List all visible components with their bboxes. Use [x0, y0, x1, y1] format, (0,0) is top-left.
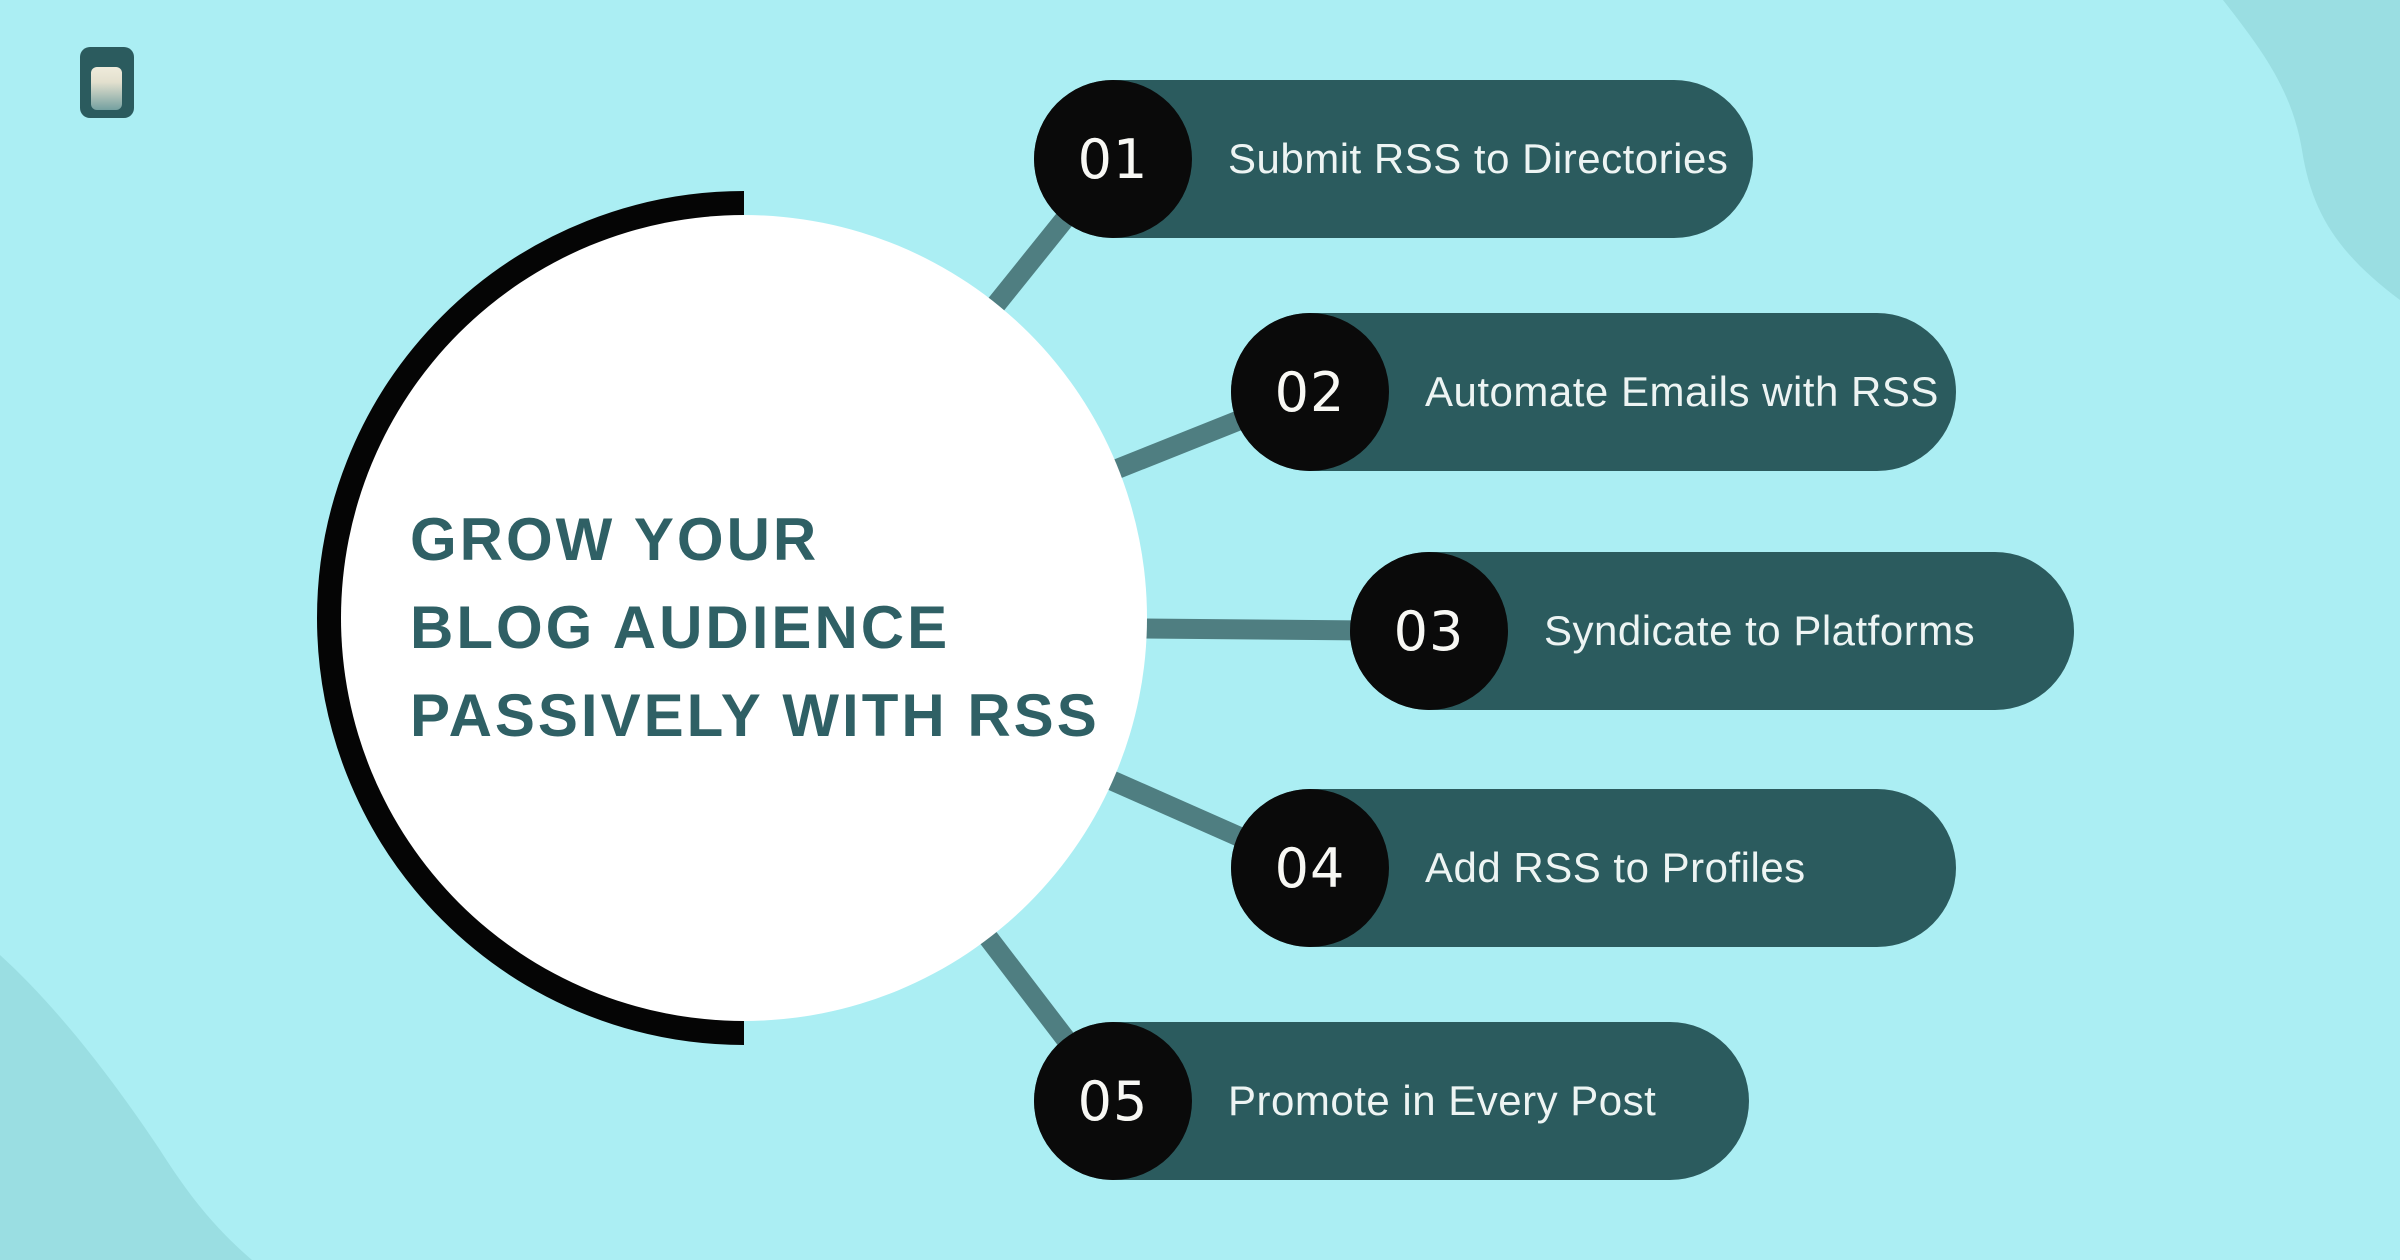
step-number: 01	[1077, 127, 1149, 191]
step-label: Promote in Every Post	[1228, 1077, 1657, 1124]
step-label: Syndicate to Platforms	[1544, 607, 1976, 654]
step-label: Add RSS to Profiles	[1425, 844, 1806, 891]
central-circle: GROW YOUR BLOG AUDIENCE PASSIVELY WITH R…	[341, 215, 1147, 1021]
step-number-circle: 01	[1034, 80, 1192, 238]
step-pill-2: Automate Emails with RSS 02	[1231, 313, 1956, 471]
step-number: 05	[1077, 1069, 1149, 1133]
infographic-title: GROW YOUR BLOG AUDIENCE PASSIVELY WITH R…	[410, 496, 1100, 760]
step-number-circle: 03	[1350, 552, 1508, 710]
corner-blob-bottom-left	[0, 955, 252, 1260]
step-number-circle: 04	[1231, 789, 1389, 947]
title-line-1: GROW YOUR	[410, 506, 820, 573]
step-label: Submit RSS to Directories	[1228, 135, 1729, 182]
step-pill-5: Promote in Every Post 05	[1034, 1022, 1749, 1180]
step-number: 04	[1274, 836, 1346, 900]
step-pill-3: Syndicate to Platforms 03	[1350, 552, 2074, 710]
step-label: Automate Emails with RSS	[1425, 368, 1939, 415]
step-number: 03	[1393, 599, 1465, 663]
tablet-logo-icon	[80, 47, 134, 118]
title-line-3: PASSIVELY WITH RSS	[410, 682, 1100, 749]
step-pill-1: Submit RSS to Directories 01	[1034, 80, 1753, 238]
corner-blob-top-right	[2223, 0, 2400, 300]
step-pill-4: Add RSS to Profiles 04	[1231, 789, 1956, 947]
title-line-2: BLOG AUDIENCE	[410, 594, 951, 661]
step-number-circle: 02	[1231, 313, 1389, 471]
tablet-logo-screen	[91, 67, 122, 110]
step-number: 02	[1274, 360, 1346, 424]
step-number-circle: 05	[1034, 1022, 1192, 1180]
circle-arc	[317, 191, 745, 1045]
